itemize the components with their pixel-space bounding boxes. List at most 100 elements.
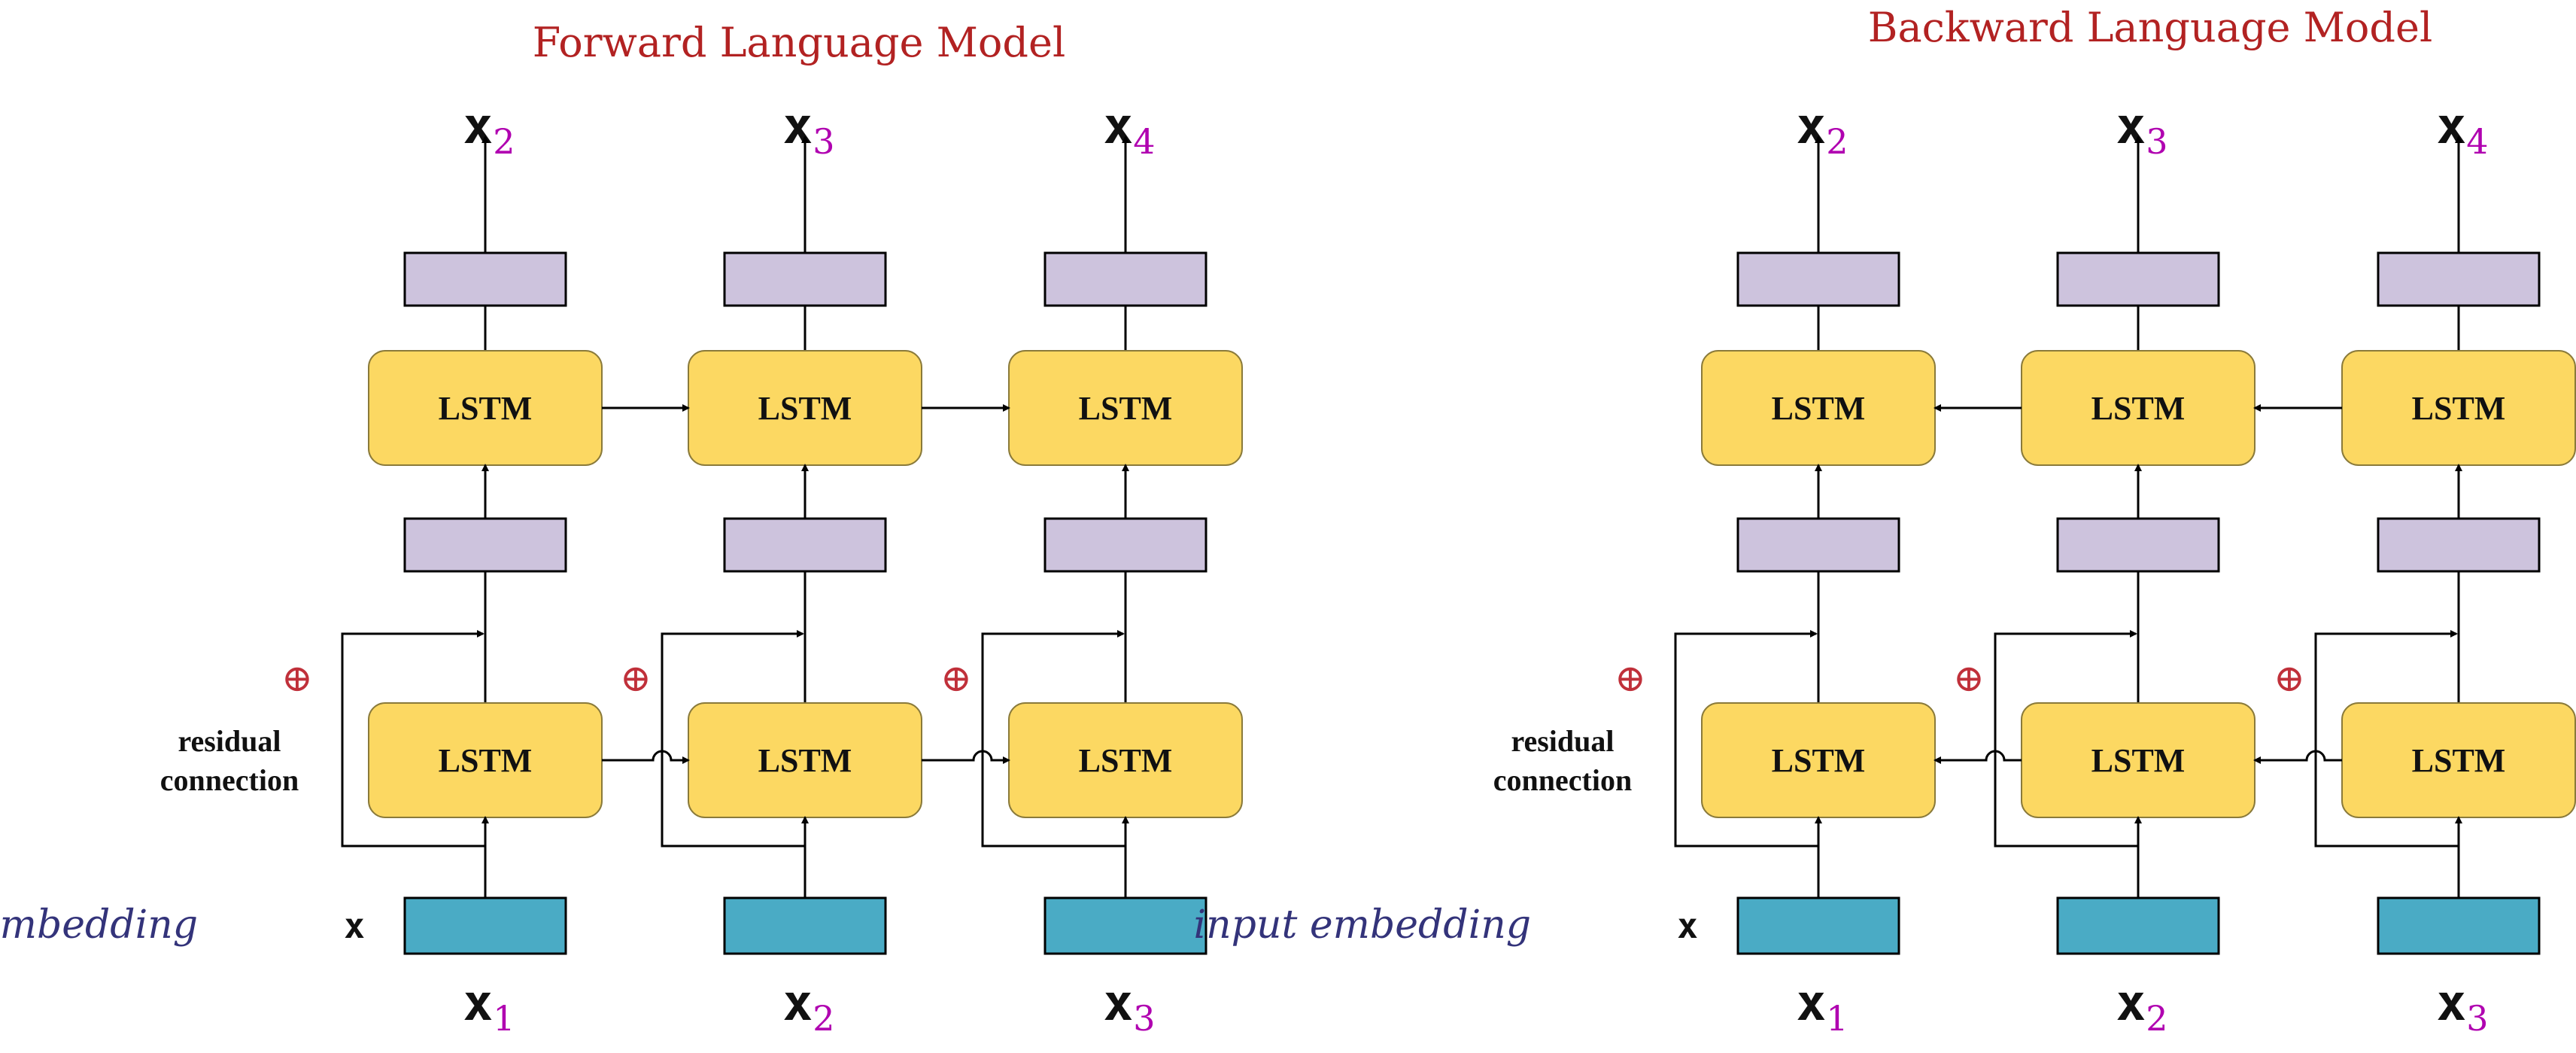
lstm-label: LSTM: [758, 742, 852, 779]
mid-projection-box: [403, 517, 567, 573]
output-token-var: x: [2436, 97, 2466, 155]
lstm-label: LSTM: [2412, 742, 2506, 779]
input-token-var: x: [1796, 974, 1826, 1032]
output-token-subscript: 2: [1826, 121, 1848, 162]
panels-root: Forward Language Modelx2LSTMLSTM⊕x1x3LST…: [0, 4, 2576, 1039]
residual-add-symbol: ⊕: [2274, 656, 2305, 700]
output-projection-box: [2377, 251, 2541, 307]
input-token-subscript: 3: [1133, 998, 1155, 1039]
lstm-label: LSTM: [439, 390, 533, 427]
residual-add-symbol: ⊕: [1615, 656, 1646, 700]
lstm-label: LSTM: [1772, 390, 1866, 427]
output-projection-box: [723, 251, 887, 307]
recurrent-arrow-lower: [922, 750, 1010, 764]
recurrent-arrow-lower: [2253, 750, 2342, 764]
mid-projection-box: [1043, 517, 1208, 573]
lstm-label: LSTM: [1079, 742, 1173, 779]
residual-label-line1: residual: [178, 724, 281, 758]
input-token: x1: [1796, 974, 1848, 1039]
input-token-var: x: [463, 974, 493, 1032]
input-token-var: x: [1103, 974, 1133, 1032]
panel-title: Forward Language Model: [533, 19, 1065, 66]
input-embedding-box: [2056, 896, 2220, 955]
lstm-label: LSTM: [1772, 742, 1866, 779]
recurrent-arrow-lower: [602, 750, 690, 764]
lstm-label: LSTM: [2091, 742, 2186, 779]
input-token-var: x: [782, 974, 813, 1032]
recurrent-arrow-lower: [1934, 750, 2022, 764]
mid-projection-box: [723, 517, 887, 573]
panel-backward: Backward Language Modelx2LSTMLSTM⊕x1x3LS…: [1194, 4, 2576, 1039]
input-token: x1: [463, 974, 515, 1039]
output-token: x3: [782, 97, 834, 162]
output-token-subscript: 4: [2466, 121, 2488, 162]
mid-projection-box: [2377, 517, 2541, 573]
input-embedding-box: [1043, 896, 1208, 955]
output-projection-box: [1043, 251, 1208, 307]
residual-add-symbol: ⊕: [1953, 656, 1985, 700]
output-token-var: x: [463, 97, 493, 155]
output-token: x4: [2436, 97, 2488, 162]
residual-connection-path: [1674, 630, 1818, 848]
input-embedding-box: [1736, 896, 1900, 955]
output-token-subscript: 3: [813, 121, 834, 162]
output-projection-box: [1736, 251, 1900, 307]
residual-connection-path: [981, 630, 1125, 848]
input-token-subscript: 2: [2146, 998, 2167, 1039]
input-token-var: x: [2116, 974, 2146, 1032]
input-token-subscript: 1: [1826, 998, 1848, 1039]
residual-add-symbol: ⊕: [620, 656, 652, 700]
mid-projection-box: [2056, 517, 2220, 573]
input-token: x2: [2116, 974, 2167, 1039]
panel-title: Backward Language Model: [1868, 4, 2432, 51]
input-embedding-box: [2377, 896, 2541, 955]
lstm-label: LSTM: [2091, 390, 2186, 427]
output-token-var: x: [2116, 97, 2146, 155]
input-token-subscript: 1: [493, 998, 515, 1039]
mid-projection-box: [1736, 517, 1900, 573]
residual-label-line1: residual: [1511, 724, 1614, 758]
input-embedding-var: x: [1677, 905, 1698, 946]
output-token-var: x: [782, 97, 813, 155]
input-token: x3: [1103, 974, 1155, 1039]
input-embedding-box: [403, 896, 567, 955]
output-token: x4: [1103, 97, 1155, 162]
panel-forward: Forward Language Modelx2LSTMLSTM⊕x1x3LST…: [0, 19, 1243, 1039]
lstm-label: LSTM: [2412, 390, 2506, 427]
output-projection-box: [403, 251, 567, 307]
residual-connection-path: [661, 630, 805, 848]
input-token-var: x: [2436, 974, 2466, 1032]
residual-add-symbol: ⊕: [940, 656, 972, 700]
input-token-subscript: 2: [813, 998, 834, 1039]
residual-connection-path: [341, 630, 485, 848]
input-embedding-var: x: [344, 905, 365, 946]
residual-add-symbol: ⊕: [281, 656, 313, 700]
input-token: x2: [782, 974, 834, 1039]
residual-label-line2: connection: [1493, 763, 1632, 797]
input-embedding-text: input embedding: [1194, 902, 1531, 948]
output-token: x3: [2116, 97, 2167, 162]
input-token: x3: [2436, 974, 2488, 1039]
input-token-subscript: 3: [2466, 998, 2488, 1039]
output-token-var: x: [1796, 97, 1826, 155]
output-token-subscript: 3: [2146, 121, 2167, 162]
output-token-subscript: 4: [1133, 121, 1155, 162]
lstm-label: LSTM: [439, 742, 533, 779]
lstm-label: LSTM: [1079, 390, 1173, 427]
input-embedding-box: [723, 896, 887, 955]
residual-connection-path: [1994, 630, 2138, 848]
output-token-subscript: 2: [493, 121, 515, 162]
output-token-var: x: [1103, 97, 1133, 155]
residual-label-line2: connection: [160, 763, 299, 797]
output-projection-box: [2056, 251, 2220, 307]
output-token: x2: [1796, 97, 1848, 162]
input-embedding-label: input embedding: [0, 902, 198, 948]
lstm-label: LSTM: [758, 390, 852, 427]
